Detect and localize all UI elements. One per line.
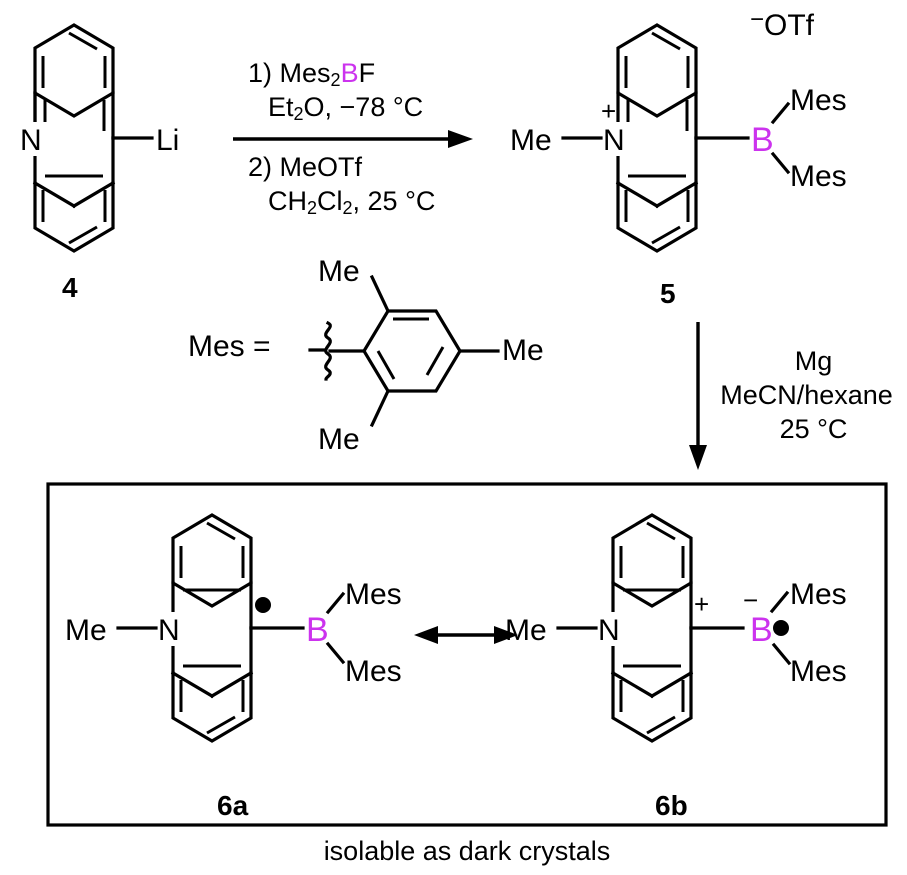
charge-plus-carbon-6b: + (694, 589, 709, 619)
reaction-arrow-vertical (689, 322, 707, 470)
compound-label-6a: 6a (217, 790, 249, 821)
substituent-mes-bottom-6b: Mes (790, 655, 847, 688)
mes-methyl-top: Me (318, 255, 360, 288)
condition-solvent-mecn-hexane: MeCN/hexane (720, 380, 893, 410)
structure-6b: N Me + − B (505, 513, 792, 743)
reaction-arrow-horizontal (233, 130, 473, 148)
charge-plus-nitrogen: + (601, 96, 616, 126)
mes-legend-label: Mes = (188, 330, 271, 363)
resonance-arrow (414, 626, 518, 644)
mes-methyl-bottom: Me (318, 423, 360, 456)
substituent-mes-top-5: Mes (790, 84, 847, 117)
atom-label-n-methyl-6a: Me (65, 614, 107, 647)
counterion-triflate: −OTf (750, 6, 815, 42)
condition-mg: Mg (794, 346, 833, 376)
atom-label-boron-6b: B (750, 611, 773, 649)
structure-5: N + Me B (510, 23, 791, 253)
condition-temperature: 25 °C (779, 414, 848, 444)
structure-4: N Li (18, 23, 179, 253)
arrowhead-right-resonance (494, 626, 518, 644)
atom-label-boron: B (751, 121, 774, 159)
atom-label-boron-6a: B (306, 611, 329, 649)
mes-methyl-right: Me (502, 334, 544, 367)
structure-6a: N Me B (65, 513, 346, 743)
atom-label-lithium: Li (156, 124, 179, 157)
charge-minus-boron-6b: − (743, 585, 758, 615)
condition-step1-reagent: 1) Mes2BF (248, 58, 376, 90)
atom-label-n-methyl: Me (510, 124, 552, 157)
radical-dot-carbon-6a (255, 597, 271, 613)
substituent-mes-top-6b: Mes (790, 578, 847, 611)
substituent-mes-top-6a: Mes (345, 578, 402, 611)
atom-label-nitrogen-6a: N (158, 614, 180, 647)
arrowhead-left-resonance (414, 626, 438, 644)
atom-label-nitrogen: N (20, 124, 42, 157)
compound-label-6b: 6b (655, 790, 688, 821)
condition-step2-reagent: 2) MeOTf (248, 152, 363, 182)
atom-label-nitrogen-6b: N (598, 614, 620, 647)
box-caption: isolable as dark crystals (323, 836, 611, 866)
arrowhead-down (689, 445, 707, 470)
arrowhead-right (448, 130, 473, 148)
product-box (46, 482, 888, 827)
compound-label-5: 5 (660, 278, 676, 309)
substituent-mes-bottom-6a: Mes (345, 655, 402, 688)
compound-label-4: 4 (62, 272, 78, 303)
atom-label-n-methyl-6b: Me (505, 614, 547, 647)
mes-structure (308, 274, 500, 428)
radical-dot-boron-6b (773, 620, 789, 636)
condition-step1-solvent: Et2O, −78 °C (268, 92, 424, 124)
atom-label-nitrogen-cationic: N (603, 124, 625, 157)
condition-step2-solvent: CH2Cl2, 25 °C (268, 186, 436, 218)
substituent-mes-bottom-5: Mes (790, 160, 847, 193)
boron-symbol-reagent: B (340, 58, 359, 88)
